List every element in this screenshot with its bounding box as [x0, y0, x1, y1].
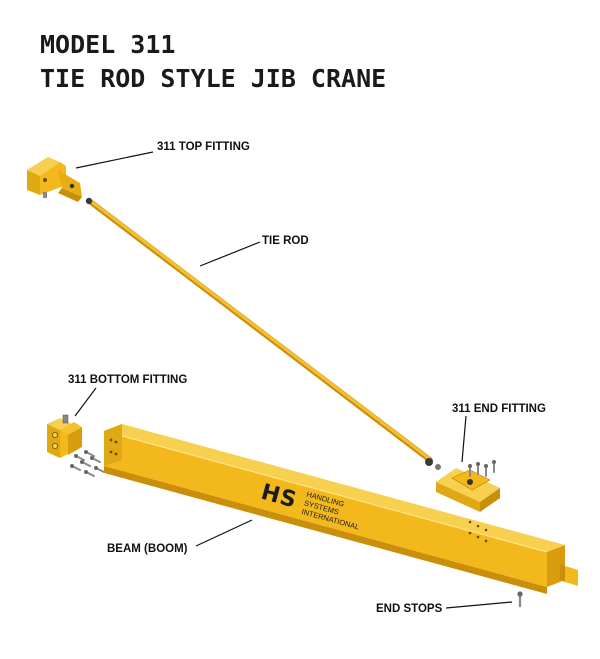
end-fitting-bolts: [468, 460, 496, 477]
beam: [103, 424, 578, 594]
bottom-fitting: [47, 414, 82, 458]
leader-lines: [74, 151, 513, 609]
label-tie-rod: TIE ROD: [262, 235, 309, 247]
label-beam: BEAM (BOOM): [107, 543, 188, 555]
label-end-stops: END STOPS: [376, 603, 443, 615]
label-end-fitting: 311 END FITTING: [452, 403, 546, 415]
leader-bottom-fitting: [74, 387, 97, 417]
title-description: TIE ROD STYLE JIB CRANE: [40, 64, 387, 93]
title-model: MODEL 311: [40, 30, 176, 59]
bottom-fitting-bolts: [70, 450, 105, 477]
hsi-logo-mark: HS: [258, 479, 300, 514]
leader-end-fitting: [461, 415, 467, 463]
tie-rod: [89, 200, 433, 463]
leader-top-fitting: [75, 151, 154, 169]
label-top-fitting: 311 TOP FITTING: [157, 141, 250, 153]
label-bottom-fitting: 311 BOTTOM FITTING: [68, 374, 188, 386]
end-stop-bolt: [517, 591, 523, 608]
end-fitting: [425, 458, 500, 512]
leader-end-stops: [445, 601, 513, 609]
leader-tie-rod: [199, 241, 261, 267]
leader-beam: [195, 519, 253, 547]
top-fitting: [27, 157, 93, 205]
